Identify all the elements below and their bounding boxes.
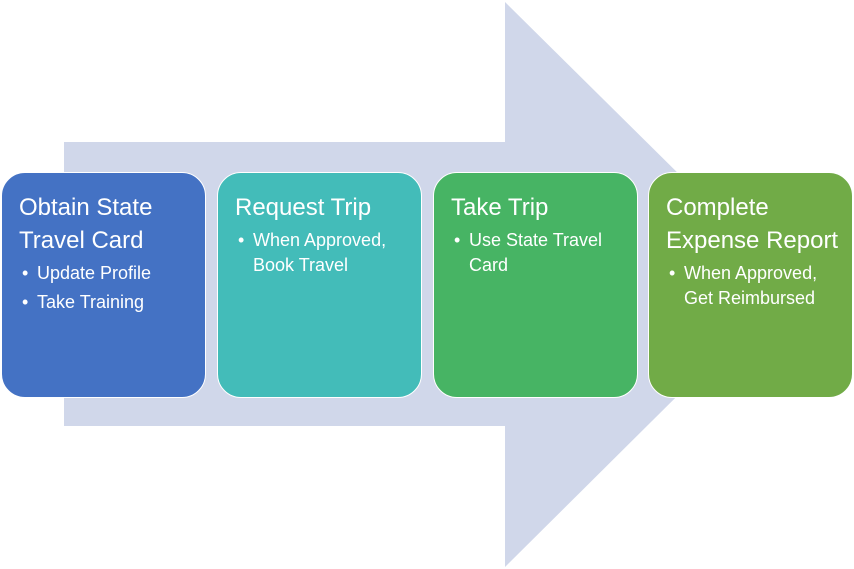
step-complete-expense-report: Complete Expense Report When Approved, G…	[648, 172, 853, 398]
step-bullet: When Approved, Book Travel	[238, 228, 409, 277]
step-bullet-list: Update Profile Take Training	[19, 261, 193, 314]
step-bullet: Take Training	[22, 290, 193, 315]
step-title: Take Trip	[451, 194, 549, 221]
step-bullet: When Approved, Get Reimbursed	[669, 261, 840, 310]
step-obtain-state-travel-card: Obtain State Travel Card Update Profile …	[1, 172, 206, 398]
step-title: Obtain State Travel Card	[19, 194, 153, 254]
step-title: Complete Expense Report	[666, 194, 839, 254]
step-bullet-list: Use State Travel Card	[451, 228, 625, 277]
step-take-trip: Take Trip Use State Travel Card	[433, 172, 638, 398]
step-bullet-list: When Approved, Get Reimbursed	[666, 261, 840, 310]
step-bullet: Update Profile	[22, 261, 193, 286]
background-arrow-shape	[64, 2, 790, 567]
step-bullet: Use State Travel Card	[454, 228, 625, 277]
step-request-trip: Request Trip When Approved, Book Travel	[217, 172, 422, 398]
step-bullet-list: When Approved, Book Travel	[235, 228, 409, 277]
step-title: Request Trip	[235, 194, 372, 221]
